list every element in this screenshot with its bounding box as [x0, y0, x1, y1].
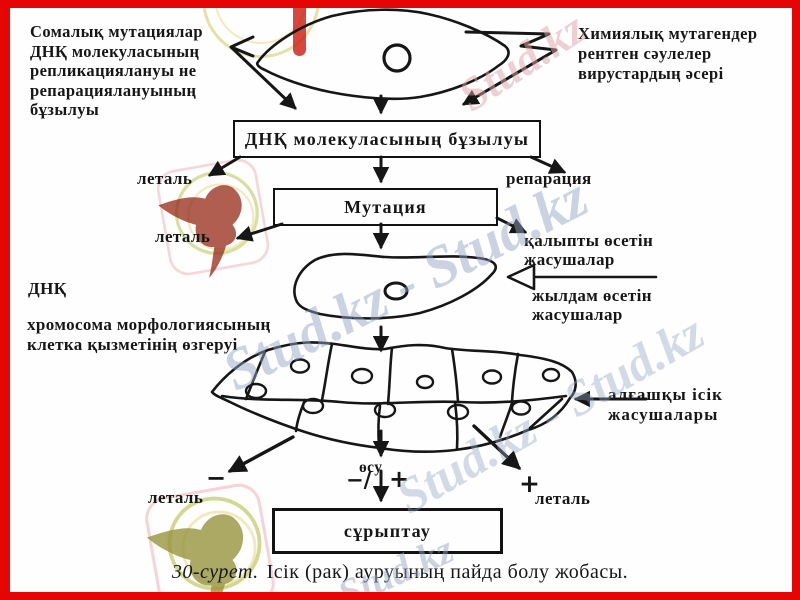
lightning-arrow-mutagens [461, 30, 558, 106]
studkz-bird-tail-icon [293, 6, 306, 56]
somatic-mutations-text: Сомалық мутациялар ДНҚ молекуласының реп… [30, 22, 204, 119]
cell-middle-nucleus [383, 281, 409, 301]
dnk-label: ДНҚ [28, 279, 67, 298]
lethal-label-4: леталь [535, 489, 591, 508]
arrow-cluster-left-lethal [227, 435, 295, 473]
arrow-dnabox-reparation [529, 155, 567, 174]
tumor-cluster-outline [210, 341, 577, 454]
chemical-mutagens-text: Химиялық мутагендер рентген сәулелер вир… [578, 24, 758, 83]
arrow-somatic-to-dnabox [229, 35, 295, 108]
figure-caption-text: Ісік (рак) ауруының пайда болу жобасы. [266, 561, 629, 583]
lethal-label-1: леталь [137, 169, 193, 188]
lethal-label-2: леталь [155, 227, 211, 246]
lethal-label-3: леталь [148, 488, 204, 507]
figure-caption: 30-сурет. Ісік (рак) ауруының пайда болу … [0, 561, 800, 584]
primary-tumor-cells-label: алғашқы ісік жасушалары [608, 385, 723, 424]
arrow-mutation-lethal [235, 222, 284, 242]
figure-caption-number: 30-сурет. [171, 561, 259, 583]
minus-symbol-left: − [206, 464, 227, 492]
plus-symbol-center: + [389, 465, 410, 493]
cell-middle [293, 252, 497, 320]
arrow-mutation-normal [495, 216, 528, 234]
dna-damage-box-label: ДНҚ молекуласының бұзылуы [244, 128, 530, 149]
studkz-bird-logo-icon [145, 483, 275, 600]
reparation-label: репарация [506, 169, 592, 188]
fast-growing-cells-label: жылдам өсетін жасушалар [532, 286, 652, 324]
mutation-box: Мутация [273, 188, 498, 226]
normal-growing-cells-label: қалыпты өсетін жасушалар [524, 231, 654, 269]
mutation-box-label: Мутация [344, 196, 427, 217]
chromosome-change-label: хромосома морфологиясының клетка қызметі… [27, 315, 271, 354]
selection-box-label: сұрыптау [343, 520, 432, 541]
growth-label: өсу [359, 459, 383, 476]
arrow-dnabox-lethal [207, 155, 242, 177]
minus-slash-symbol: −/ [346, 468, 372, 492]
cell-top-nucleus [382, 43, 412, 73]
hollow-arrow-head [506, 263, 536, 291]
dna-damage-box: ДНҚ молекуласының бұзылуы [233, 120, 541, 158]
studkz-bird-logo-icon [156, 158, 270, 279]
cell-top [255, 8, 510, 101]
selection-box: сұрыптау [272, 508, 503, 554]
arrow-cluster-right-lethal [472, 424, 522, 470]
plus-symbol-right: + [519, 469, 540, 498]
